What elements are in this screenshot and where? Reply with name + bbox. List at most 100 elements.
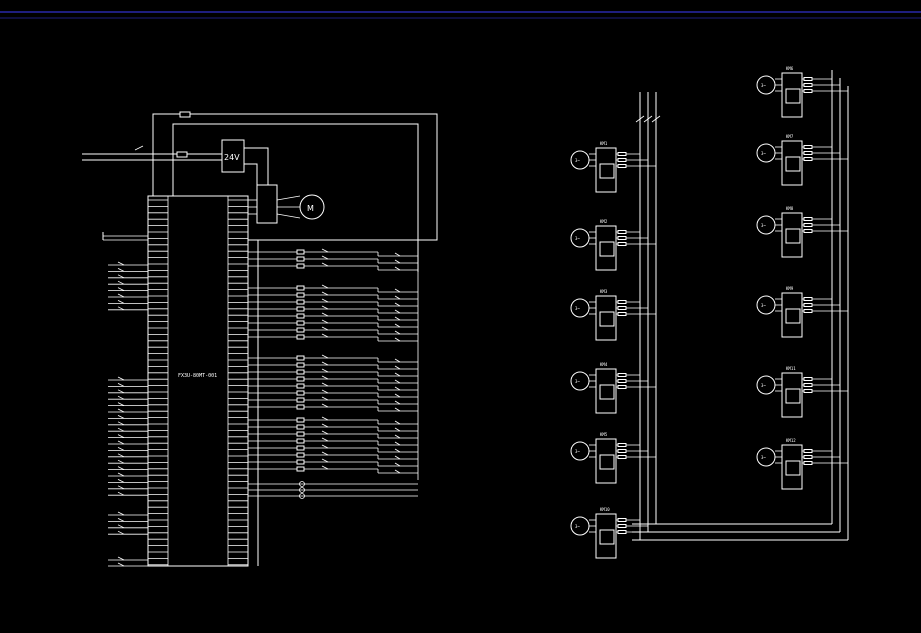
output-relay [394,448,401,453]
output-relay [394,386,401,391]
motor-starter-left-6: 3~KM10 [570,507,656,559]
output-contact [321,403,329,408]
output-fuse [296,466,305,472]
motor-starter-left-5: 3~KM5 [570,432,656,484]
output-relay [394,309,401,314]
terminal [617,449,627,453]
motor-starter-left-4: 3~KM4 [570,362,656,414]
terminal [803,303,813,307]
motor-circle [570,150,590,170]
motor-phase-label: 3~ [575,306,580,311]
terminal [803,151,813,155]
overload-relay [785,388,801,404]
output-fuse [296,404,305,410]
terminal [803,309,813,313]
output-relay [394,393,401,398]
indicator-lamp [299,487,305,493]
input-switch [117,408,125,413]
output-relay [394,295,401,300]
input-switch [117,556,125,561]
terminal [617,379,627,383]
terminal [617,236,627,240]
terminal [617,312,627,316]
output-fuse [296,249,305,255]
starter-tag: KM7 [786,134,794,139]
motor-phase-label: 3~ [761,223,766,228]
output-fuse [296,320,305,326]
output-fuse [296,459,305,465]
output-fuse [296,327,305,333]
power-supply-label: 24V [224,153,240,162]
terminal [803,377,813,381]
inverter-box [256,184,278,224]
starter-tag: KM9 [786,286,794,291]
output-fuse [296,397,305,403]
output-relay [394,330,401,335]
motor-circle [756,143,776,163]
output-relay [394,379,401,384]
input-switch [117,306,125,311]
output-fuse [296,355,305,361]
terminal [803,77,813,81]
output-contact [321,416,329,421]
output-relay [394,462,401,467]
terminal [803,229,813,233]
overload-relay [599,163,615,179]
motor-circle [756,447,776,467]
input-switch [117,440,125,445]
output-contact [321,291,329,296]
input-switch [117,261,125,266]
motor-phase-label: 3~ [761,455,766,460]
output-contact [321,382,329,387]
output-contact [321,375,329,380]
starter-tag: KM12 [786,438,796,443]
starter-tag: KM5 [600,432,608,437]
output-contact [321,255,329,260]
starter-tag: KM2 [600,219,608,224]
output-relay [394,337,401,342]
motor-circle [756,215,776,235]
input-switch [117,415,125,419]
input-switch [117,293,125,298]
overload-relay [599,311,615,327]
starter-tag: KM3 [600,289,608,294]
motor-phase-label: 3~ [761,151,766,156]
motor-phase-label: 3~ [575,158,580,163]
input-switch [117,459,125,464]
input-switch [117,453,125,458]
overload-relay [785,460,801,476]
output-fuse [296,431,305,437]
motor-phase-label: 3~ [761,83,766,88]
motor-phase-label: 3~ [761,303,766,308]
overload-relay [785,308,801,324]
overload-relay [785,156,801,172]
output-relay [394,469,401,474]
terminal [617,518,627,522]
plc-model-label: FX3U-80MT-001 [178,373,217,379]
motor-starter-right-6: 3~ KM12 [756,438,848,490]
motor-phase-label: 3~ [761,383,766,388]
output-relay [394,259,401,264]
starter-tag: KM4 [600,362,608,367]
motor-circle [756,75,776,95]
motor-starter-right-5: 3~KM11 [756,366,848,418]
output-contact [321,368,329,373]
motor-phase-label: 3~ [575,524,580,529]
terminal [803,455,813,459]
starter-tag: KM1 [600,141,608,146]
output-contact [321,423,329,428]
output-relay [394,427,401,432]
output-fuse [296,256,305,262]
motor-starter-right-2: 3~ KM7 [756,134,848,186]
input-switch [117,491,125,496]
motor-starter-left-1: 3~ KM1 [570,141,656,193]
output-fuse [296,445,305,451]
terminal [617,164,627,168]
input-switch [117,376,125,381]
output-fuse [296,390,305,396]
motor-starter-right-1: 3~KM6 [756,66,848,118]
terminal [803,217,813,221]
motor-circle [570,228,590,248]
input-switch [117,447,125,451]
